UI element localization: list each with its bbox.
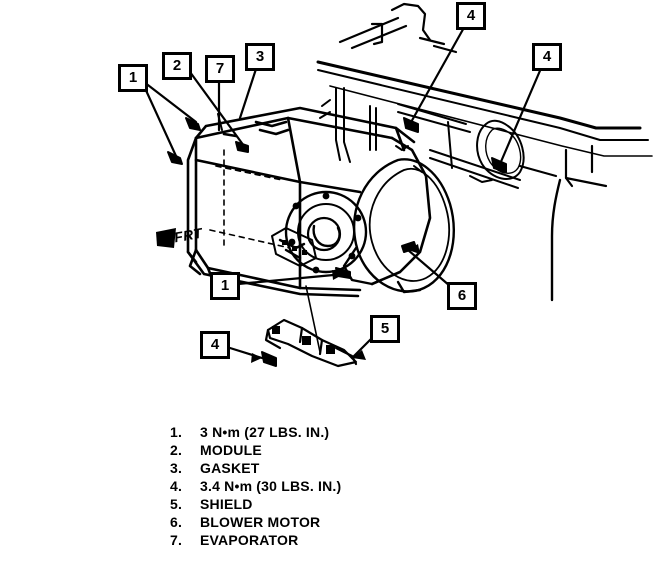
callout-1-lower[interactable]: 1 [210,272,240,300]
callout-2-module[interactable]: 2 [162,52,192,80]
callout-4-upper-left[interactable]: 4 [456,2,486,30]
legend-number: 5. [170,496,183,512]
legend-item: 5. SHIELD [170,496,500,514]
legend-label: 3.4 N•m (30 LBS. IN.) [200,478,342,494]
legend-item: 7. EVAPORATOR [170,532,500,550]
leader-arrowheads [251,244,420,363]
parts-legend: 1. 3 N•m (27 LBS. IN.) 2. MODULE 3. GASK… [170,424,500,550]
callout-3-gasket[interactable]: 3 [245,43,275,71]
frt-arrowhead [156,228,176,248]
leader-lines [142,22,544,360]
firewall-structure [316,2,653,302]
legend-label: 3 N•m (27 LBS. IN.) [200,424,330,440]
background-wiring [319,87,525,189]
legend-number: 1. [170,424,183,440]
legend-item: 2. MODULE [170,442,500,460]
evaporator-case [186,106,432,298]
legend-number: 4. [170,478,183,494]
callout-7-evaporator[interactable]: 7 [205,55,235,83]
legend-item: 1. 3 N•m (27 LBS. IN.) [170,424,500,442]
legend-number: 2. [170,442,183,458]
legend-label: GASKET [200,460,260,476]
callout-6-blower-motor[interactable]: 6 [447,282,477,310]
legend-number: 6. [170,514,183,530]
legend-number: 7. [170,532,183,548]
callout-4-upper-right[interactable]: 4 [532,43,562,71]
legend-label: MODULE [200,442,262,458]
legend-label: EVAPORATOR [200,532,299,548]
legend-label: SHIELD [200,496,253,512]
legend-number: 3. [170,460,183,476]
blower-motor-assembly [271,158,455,294]
callout-1-top[interactable]: 1 [118,64,148,92]
shield-part [264,318,358,368]
legend-item: 3. GASKET [170,460,500,478]
legend-item: 6. BLOWER MOTOR [170,514,500,532]
legend-label: BLOWER MOTOR [200,514,321,530]
callout-4-lower[interactable]: 4 [200,331,230,359]
legend-item: 4. 3.4 N•m (30 LBS. IN.) [170,478,500,496]
callout-5-shield[interactable]: 5 [370,315,400,343]
